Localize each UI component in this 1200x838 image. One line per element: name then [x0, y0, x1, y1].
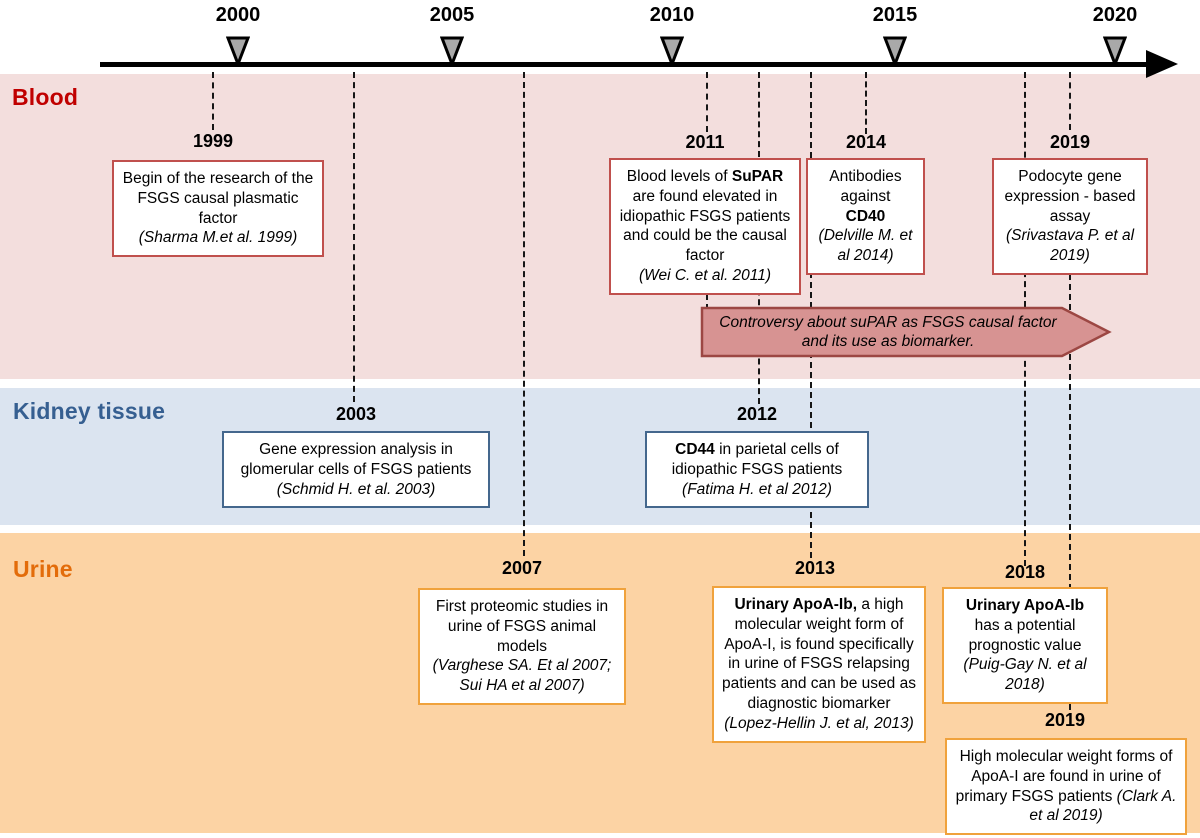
- event-text-bold: Urinary ApoA-Ib: [965, 597, 1085, 614]
- section-label-blood: Blood: [12, 84, 79, 110]
- controversy-arrow-shape: [700, 306, 1112, 358]
- event-box-2019-urine: High molecular weight forms of ApoA-I ar…: [945, 738, 1187, 836]
- band-kidney-tissue: [0, 388, 1200, 525]
- timeline-arrowhead-icon: [1146, 50, 1178, 78]
- event-year-2018: 2018: [1004, 562, 1046, 582]
- event-citation: (Lopez-Hellin J. et al, 2013): [724, 714, 914, 732]
- event-citation: (Wei C. et al. 2011): [638, 267, 772, 285]
- event-text-bold: SuPAR: [731, 168, 784, 185]
- event-box-2003: Gene expression analysis in glomerular c…: [222, 431, 490, 509]
- event-text: First proteomic studies in urine of FSGS…: [435, 598, 609, 655]
- event-text: a high molecular weight form of ApoA-I, …: [722, 596, 916, 713]
- timeline-axis: [100, 62, 1156, 67]
- year-label-2005: 2005: [429, 4, 475, 26]
- event-year-2011: 2011: [685, 132, 725, 152]
- year-label-2000: 2000: [215, 4, 261, 26]
- year-marker-icon: [660, 36, 684, 66]
- section-label-urine: Urine: [13, 556, 73, 582]
- event-text: Blood levels of: [626, 168, 732, 185]
- event-text: Podocyte gene expression - based assay: [1004, 168, 1136, 225]
- event-text: Begin of the research of the FSGS causal…: [122, 170, 314, 227]
- event-citation: (Delville M. et al 2014): [818, 227, 913, 265]
- year-marker-icon: [440, 36, 464, 66]
- year-marker-icon: [1103, 36, 1127, 66]
- event-citation: (Puig-Gay N. et al 2018): [963, 656, 1087, 694]
- event-text: are found elevated in idiopathic FSGS pa…: [619, 187, 791, 265]
- connector-2014: [865, 72, 867, 134]
- event-box-2013: Urinary ApoA-Ib, a high molecular weight…: [712, 586, 926, 743]
- event-citation: (Srivastava P. et al 2019): [1005, 227, 1135, 265]
- event-box-2018: Urinary ApoA-Ib has a potential prognost…: [942, 587, 1108, 705]
- event-year-2007: 2007: [501, 558, 543, 578]
- event-box-2014: Antibodies against CD40 (Delville M. et …: [806, 158, 925, 276]
- event-year-2012: 2012: [736, 404, 778, 424]
- event-text: High molecular weight forms of ApoA-I ar…: [955, 748, 1173, 805]
- connector-2019-lower: [1069, 274, 1071, 710]
- controversy-arrow-text: Controversy about suPAR as FSGS causal f…: [719, 313, 1057, 350]
- event-box-1999: Begin of the research of the FSGS causal…: [112, 160, 324, 258]
- event-text-bold: Urinary ApoA-Ib,: [734, 596, 858, 613]
- event-citation: (Fatima H. et al 2012): [682, 480, 832, 498]
- connector-2007: [523, 72, 525, 556]
- connector-2011-upper: [706, 72, 708, 132]
- event-box-2007: First proteomic studies in urine of FSGS…: [418, 588, 626, 706]
- event-text: in parietal cells of idiopathic FSGS pat…: [671, 441, 843, 478]
- event-text-bold: CD44: [675, 441, 715, 458]
- event-year-2013: 2013: [794, 558, 836, 578]
- connector-2003: [353, 72, 355, 402]
- controversy-arrow: Controversy about suPAR as FSGS causal f…: [700, 306, 1112, 358]
- year-marker-icon: [226, 36, 250, 66]
- year-label-2020: 2020: [1092, 4, 1138, 26]
- connector-2019-upper: [1069, 72, 1071, 130]
- event-box-2011: Blood levels of SuPAR are found elevated…: [609, 158, 801, 295]
- event-citation: (Clark A. et al 2019): [1029, 787, 1177, 825]
- event-citation: (Schmid H. et al. 2003): [276, 480, 436, 498]
- connector-1999: [212, 72, 214, 130]
- event-year-2014: 2014: [845, 132, 887, 152]
- event-citation: (Sharma M.et al. 1999): [138, 229, 298, 247]
- event-year-2003: 2003: [335, 404, 377, 424]
- year-label-2010: 2010: [649, 4, 695, 26]
- event-text: Gene expression analysis in glomerular c…: [240, 441, 472, 478]
- event-citation: (Varghese SA. Et al 2007; Sui HA et al 2…: [432, 657, 612, 695]
- event-year-2019-blood: 2019: [1049, 132, 1091, 152]
- event-year-1999: 1999: [192, 131, 234, 151]
- connector-2011-lower: [706, 294, 708, 310]
- year-marker-icon: [883, 36, 907, 66]
- event-box-2012: CD44 in parietal cells of idiopathic FSG…: [645, 431, 869, 509]
- section-label-kidney-tissue: Kidney tissue: [13, 398, 166, 424]
- event-text-bold: CD40: [845, 207, 886, 225]
- event-box-2019-blood: Podocyte gene expression - based assay (…: [992, 158, 1148, 276]
- event-text: Antibodies against: [829, 168, 902, 205]
- event-year-2019-urine: 2019: [1044, 710, 1086, 730]
- year-label-2015: 2015: [872, 4, 918, 26]
- event-text: has a potential prognostic value: [968, 616, 1082, 654]
